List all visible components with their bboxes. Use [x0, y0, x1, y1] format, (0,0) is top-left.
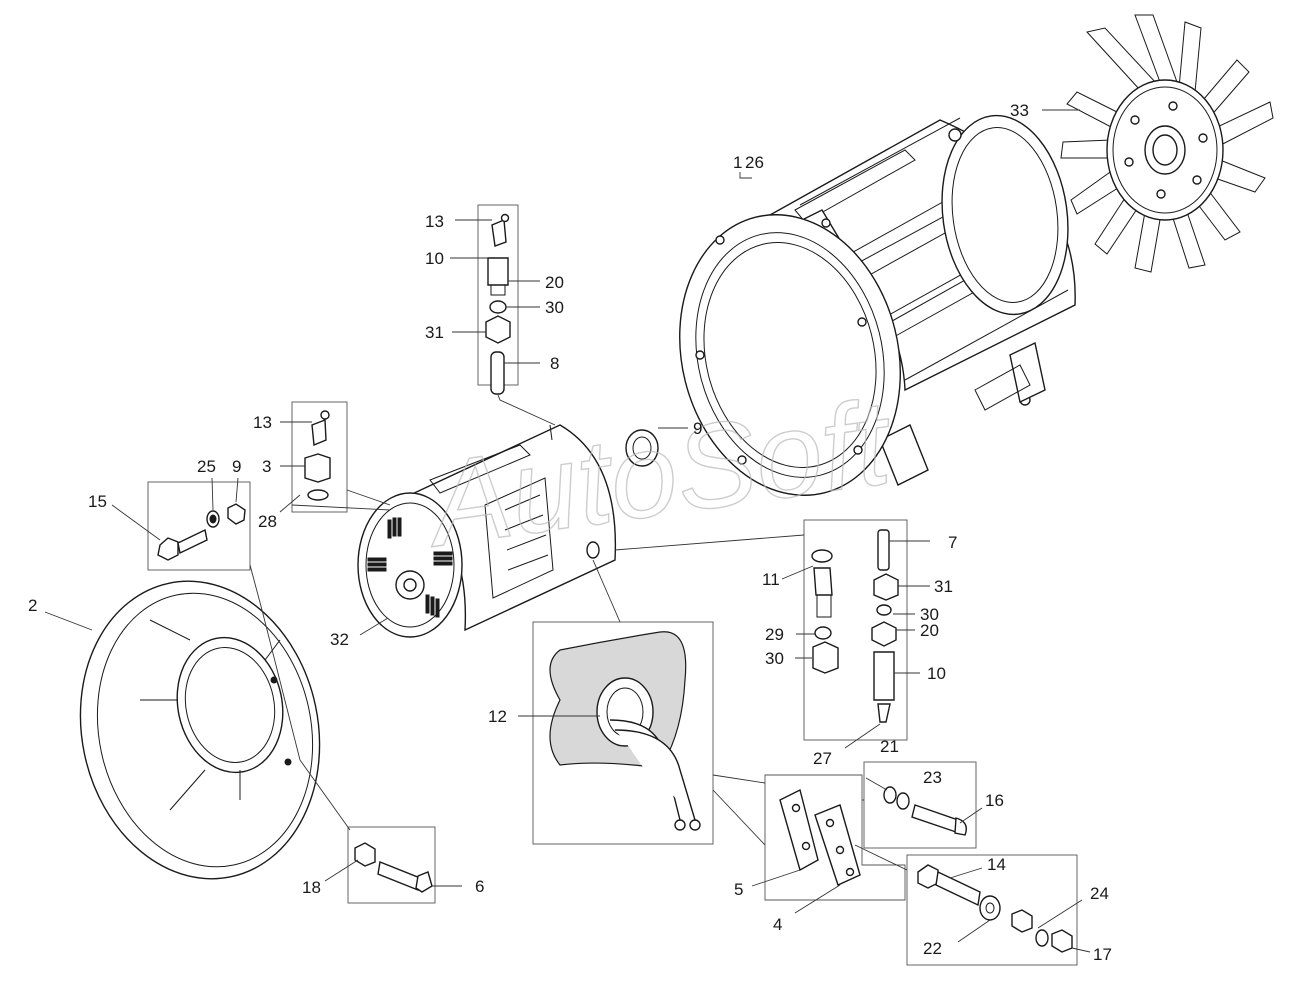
- callout-24: 24: [1090, 884, 1109, 903]
- fitting-stack-right: [803, 519, 908, 741]
- watermark-text: AutoSoft: [416, 374, 901, 572]
- fitting-stack-top: [477, 204, 519, 395]
- callout-18: 18: [302, 878, 321, 897]
- bolt-group-16-23: [863, 761, 977, 849]
- callout-25: 25: [197, 457, 216, 476]
- callout-10-right: 10: [927, 664, 946, 683]
- callout-5: 5: [734, 880, 743, 899]
- callout-33: 33: [1010, 101, 1029, 120]
- callout-20-top: 20: [545, 273, 564, 292]
- callout-17: 17: [1093, 945, 1112, 964]
- rotor-assembly-part-32: [357, 424, 617, 638]
- callout-31-top: 31: [425, 323, 444, 342]
- callout-10-top: 10: [425, 249, 444, 268]
- callout-2: 2: [28, 596, 37, 615]
- callout-labels: 33 1 26 13 10 20 30 31 8 13 3 28 25 9 9 …: [28, 101, 1112, 964]
- callout-32: 32: [330, 630, 349, 649]
- callout-30-left: 30: [765, 649, 784, 668]
- bolt-group-15: [147, 481, 251, 571]
- callout-3: 3: [262, 457, 271, 476]
- callout-7: 7: [948, 533, 957, 552]
- generator-housing-part-1-26: [679, 114, 1076, 496]
- callout-8: 8: [550, 354, 559, 373]
- callout-11: 11: [762, 570, 780, 589]
- callout-28: 28: [258, 512, 277, 531]
- callout-22: 22: [923, 939, 942, 958]
- callout-13-top: 13: [425, 212, 444, 231]
- callout-21: 21: [880, 737, 899, 756]
- terminal-plates-4-5: [764, 774, 906, 901]
- callout-16: 16: [985, 791, 1004, 810]
- callout-30-right: 30: [920, 605, 939, 624]
- callout-20-right: 20: [920, 621, 939, 640]
- callout-4: 4: [773, 915, 782, 934]
- callout-30-top: 30: [545, 298, 564, 317]
- washer-part-9: [625, 429, 659, 467]
- callout-12: 12: [488, 707, 507, 726]
- grease-fitting-group-13-3-28: [291, 401, 348, 513]
- callout-27: 27: [813, 749, 832, 768]
- callout-1: 1: [733, 153, 742, 172]
- assembly-lines: [249, 394, 908, 871]
- callout-15: 15: [88, 492, 107, 511]
- callout-23: 23: [923, 768, 942, 787]
- callout-13-left: 13: [253, 413, 272, 432]
- callout-leaders: [44, 109, 1091, 953]
- callout-9-left: 9: [232, 457, 241, 476]
- callout-14: 14: [987, 855, 1006, 874]
- cable-detail-part-12: [532, 621, 714, 845]
- bolt-group-14-17-22-24: [906, 854, 1078, 966]
- bolt-group-6-18: [347, 826, 436, 904]
- callout-26: 26: [745, 153, 764, 172]
- callout-31-right: 31: [934, 577, 953, 596]
- fan-part-33: [1060, 14, 1274, 273]
- callout-29: 29: [765, 625, 784, 644]
- callout-6: 6: [475, 877, 484, 896]
- callout-9-washer: 9: [693, 419, 702, 438]
- end-shield-part-2: [79, 580, 321, 880]
